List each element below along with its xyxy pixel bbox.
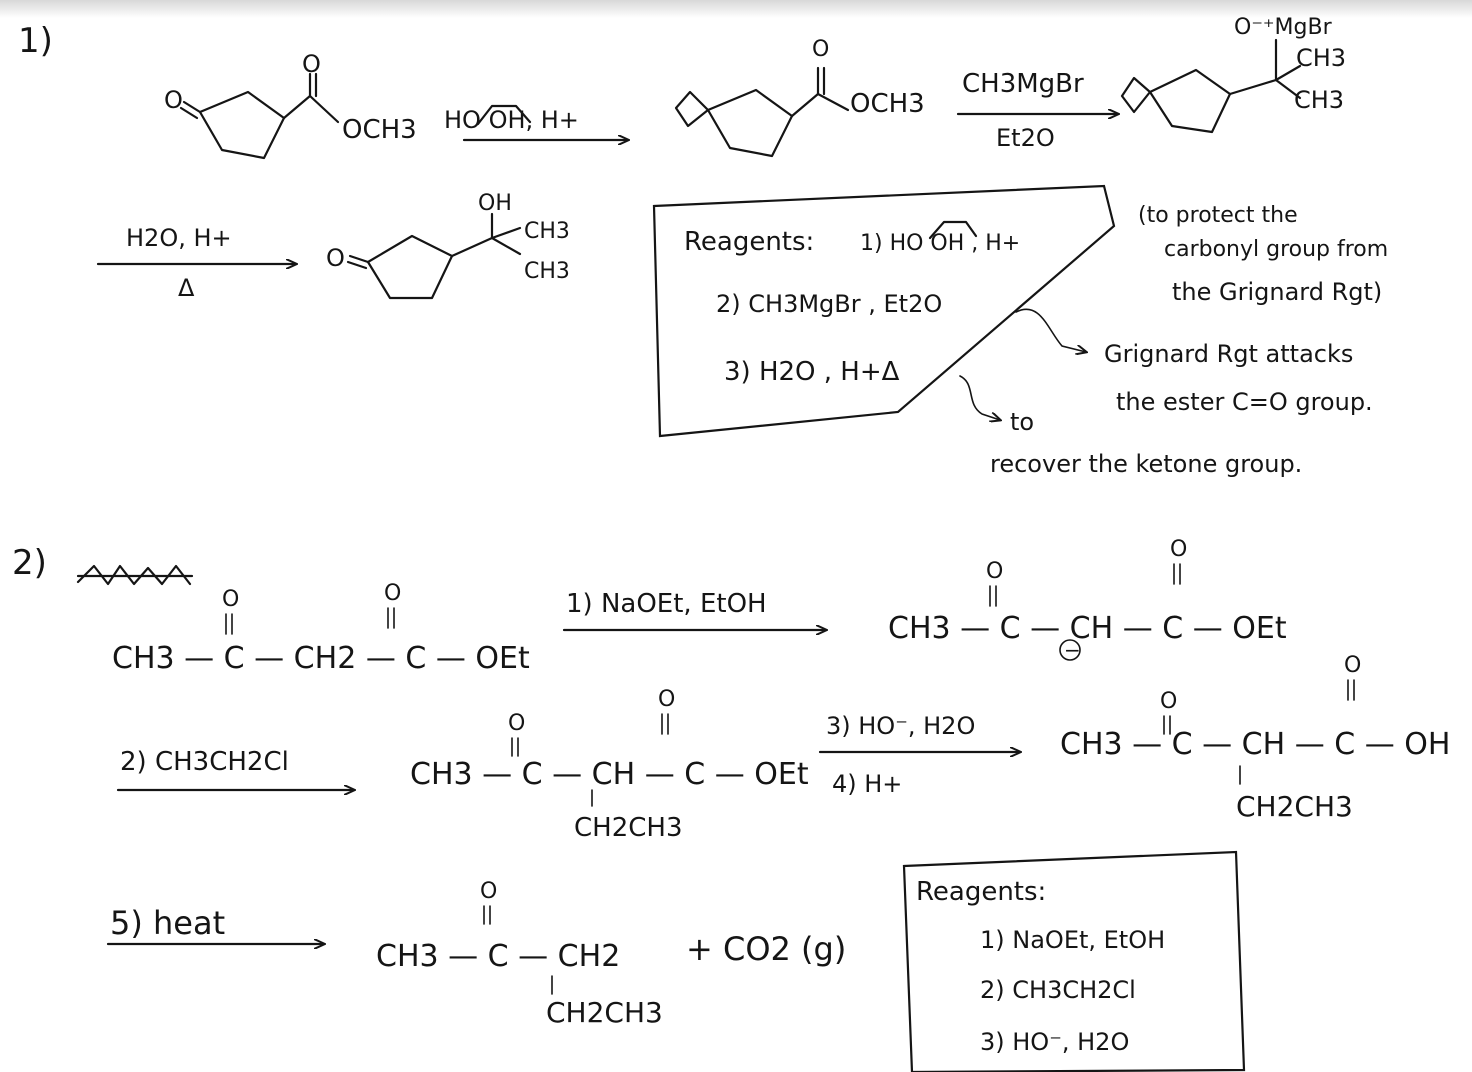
part2-step2-arrow: 2) CH3CH2Cl [116, 747, 354, 790]
reactant2-o1: O [222, 587, 239, 612]
reagents-box2-title: Reagents: [916, 877, 1046, 907]
note-protect-2: carbonyl group from [1164, 237, 1388, 262]
part2-step3-reagent: 3) HO⁻, H2O [826, 712, 975, 740]
reagents-box2-line2: 2) CH3CH2Cl [980, 976, 1136, 1004]
reactant-ester-group: OCH3 [342, 115, 417, 145]
note-attack-1: Grignard Rgt attacks [1104, 340, 1353, 368]
alkoxide-label: O⁻⁺MgBr [1234, 15, 1333, 40]
acid-o2: O [1344, 653, 1361, 678]
enolate-charge: − [1064, 638, 1081, 662]
note-recover-2: recover the ketone group. [990, 450, 1302, 478]
note-attack-2: the ester C=O group. [1116, 388, 1373, 416]
acetal-ester-o: O [812, 37, 829, 62]
reagents-box1-line3: 3) H2O , H+Δ [724, 357, 900, 387]
grignard-methyl-2: CH3 [1294, 86, 1344, 114]
final-ketone-o: O [326, 244, 345, 272]
reagents-box2-line3: 3) HO⁻, H2O [980, 1028, 1129, 1056]
note-protect-3: the Grignard Rgt) [1172, 278, 1382, 306]
final-methyl-2: CH3 [524, 259, 570, 284]
grignard-methyl-1: CH3 [1296, 44, 1346, 72]
acid-o1: O [1160, 689, 1177, 714]
reactant-ester-o: O [302, 50, 321, 78]
note-recover-1: to [1010, 408, 1034, 436]
part2-reactant: O O CH3 — C — CH2 — C — OEt [112, 581, 530, 676]
part2-step1-reagent: 1) NaOEt, EtOH [566, 589, 767, 619]
reactant-carbonyl-o: O [164, 86, 183, 114]
hydrolysis-reagent-label: H2O, H+ [126, 224, 232, 252]
ketone-ethyl: CH2CH3 [546, 996, 663, 1029]
part2-step5-reagent: 5) heat [110, 904, 225, 942]
part1-grignard-product: O⁻⁺MgBr CH3 CH3 [1120, 15, 1346, 134]
scribble-mark [76, 564, 194, 586]
note-protect-1: (to protect the [1138, 203, 1298, 228]
ketone-o: O [480, 879, 497, 904]
enolate-o2: O [1170, 537, 1187, 562]
alkylated-ethyl: CH2CH3 [574, 813, 683, 843]
reagents-box1-line2: 2) CH3MgBr , Et2O [716, 290, 942, 318]
grignard-reagent-label: CH3MgBr [962, 69, 1084, 99]
part2-step5-arrow: 5) heat [106, 904, 324, 944]
reagents-box1-title: Reagents: [684, 227, 814, 257]
part1-notes: (to protect the carbonyl group from the … [959, 203, 1388, 478]
page-top-shadow [0, 0, 1472, 18]
alkylated-o2: O [658, 687, 675, 712]
final-hydroxyl: OH [478, 191, 512, 216]
reactant2-formula: CH3 — C — CH2 — C — OEt [112, 641, 530, 676]
part1-reactant: O O OCH3 [164, 50, 417, 160]
part2-reagents-box: Reagents: 1) NaOEt, EtOH 2) CH3CH2Cl 3) … [902, 850, 1246, 1072]
part2-step4-reagent: 4) H+ [832, 770, 902, 798]
part2-alkylated: O O CH3 — C — CH — C — OEt CH2CH3 [410, 687, 809, 843]
heat-symbol: Δ [178, 274, 195, 302]
acid-formula: CH3 — C — CH — C — OH [1060, 727, 1450, 762]
final-methyl-1: CH3 [524, 219, 570, 244]
part2-step2-reagent: 2) CH3CH2Cl [120, 747, 289, 777]
enolate-formula: CH3 — C — CH — C — OEt [888, 611, 1287, 646]
ketone-formula: CH3 — C — CH2 [376, 939, 620, 974]
part1-acetal-intermediate: O OCH3 [674, 37, 925, 158]
part2-enolate: O O CH3 — C — CH — C — OEt − [888, 537, 1287, 662]
part2-step34-arrow: 3) HO⁻, H2O 4) H+ [818, 712, 1020, 798]
enolate-o1: O [986, 559, 1003, 584]
acetal-ester-group: OCH3 [850, 89, 925, 119]
acid-ethyl: CH2CH3 [1236, 790, 1353, 823]
part1-step3-arrow: H2O, H+ Δ [96, 224, 296, 302]
part2-step1-arrow: 1) NaOEt, EtOH [562, 589, 826, 630]
reactant2-o2: O [384, 581, 401, 606]
part1-step1-arrow: HO OH, H+ [444, 104, 628, 140]
part1-step2-arrow: CH3MgBr Et2O [956, 69, 1118, 152]
part1-reagents-box: Reagents: 1) HO OH , H+ 2) CH3MgBr , Et2… [652, 184, 1116, 438]
part2-number: 2) [12, 543, 47, 583]
reagents-box1-line1: 1) HO OH , H+ [860, 231, 1020, 256]
part1-final-product: O OH CH3 CH3 [326, 191, 570, 300]
part2-acid: O O CH3 — C — CH — C — OH CH2CH3 [1060, 653, 1450, 823]
reagents-box2-line1: 1) NaOEt, EtOH [980, 926, 1165, 954]
ether-solvent-label: Et2O [996, 124, 1055, 152]
co2-byproduct: + CO2 (g) [686, 930, 846, 968]
diol-reagent-label: HO OH, H+ [444, 106, 579, 134]
alkylated-o1: O [508, 711, 525, 736]
part2-ketone: O CH3 — C — CH2 CH2CH3 + CO2 (g) [376, 879, 846, 1029]
part1-number: 1) [18, 21, 53, 61]
alkylated-formula: CH3 — C — CH — C — OEt [410, 757, 809, 792]
